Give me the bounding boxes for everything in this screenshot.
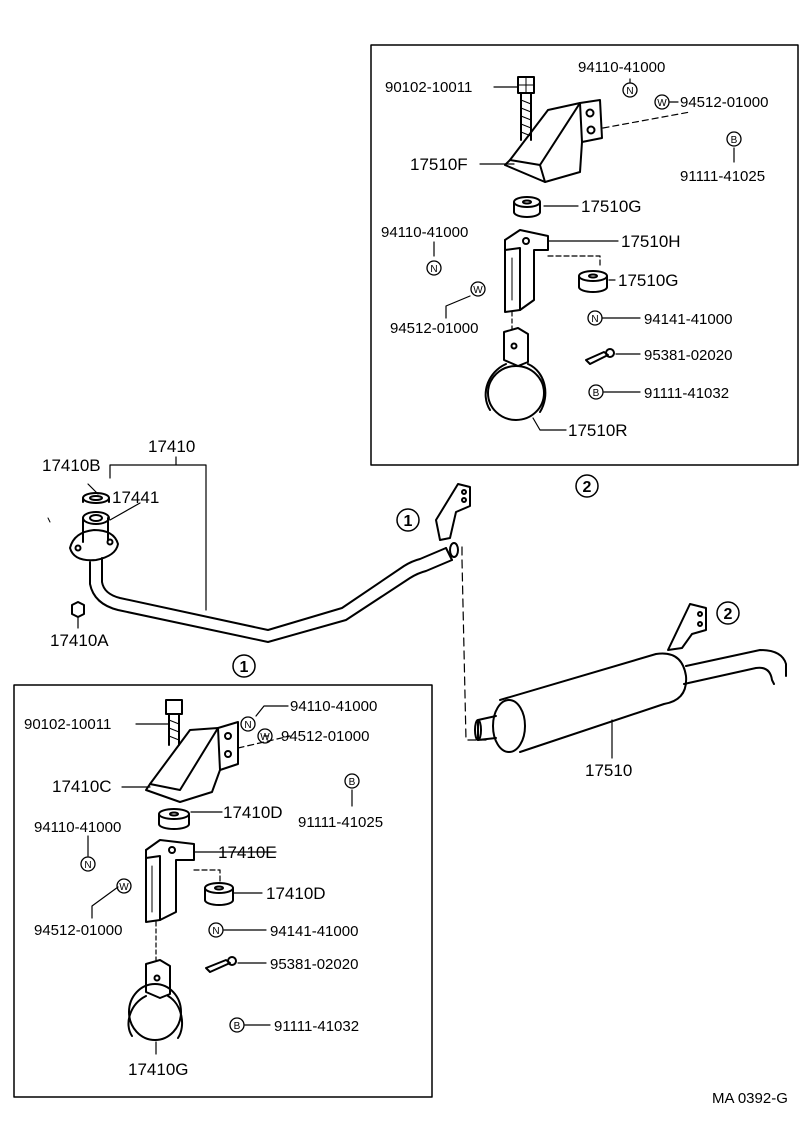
part-label-nut: 17410A bbox=[50, 631, 109, 650]
clamp-part-box1 bbox=[127, 959, 184, 1041]
pipe-bracket-part bbox=[435, 483, 471, 541]
washer-symbol-letter: W bbox=[473, 285, 483, 296]
nut-symbol-letter: N bbox=[430, 264, 437, 275]
hanger-part-box2 bbox=[504, 229, 549, 313]
part-label-bracket: 17510F bbox=[410, 155, 468, 174]
part-label-clamp: 17410G bbox=[128, 1060, 189, 1079]
part-label-gasket: 17410B bbox=[42, 456, 101, 475]
callout-1-icon bbox=[396, 508, 420, 532]
nut-symbol-icon bbox=[426, 260, 442, 276]
bolt-symbol-letter: B bbox=[731, 135, 738, 146]
muffler-bracket-part bbox=[667, 603, 707, 651]
bolt-symbol-letter: B bbox=[234, 1021, 241, 1032]
part-label-bolt-b: 91111-41025 bbox=[298, 814, 383, 831]
part-label-hanger: 17410E bbox=[218, 843, 277, 862]
cushion-part-box1-right bbox=[204, 882, 234, 906]
gasket-part bbox=[82, 492, 110, 504]
washer-symbol-letter: W bbox=[657, 98, 667, 109]
part-label-nut: 94141-41000 bbox=[270, 923, 358, 940]
callout-number: 1 bbox=[404, 513, 413, 530]
part-label-cushion: 17410D bbox=[266, 884, 326, 903]
part-label-ring: 17441 bbox=[112, 488, 159, 507]
nut-symbol-letter: N bbox=[591, 314, 598, 325]
muffler-part bbox=[474, 649, 787, 753]
part-label-nut: 94110-41000 bbox=[578, 59, 665, 76]
part-label-bolt-b: 91111-41025 bbox=[680, 168, 765, 185]
bracket-part-box1 bbox=[145, 721, 239, 803]
washer-symbol-icon bbox=[257, 728, 273, 744]
nut-symbol-letter: N bbox=[626, 86, 633, 97]
detail-box-2 bbox=[370, 44, 799, 466]
part-label-washer: 94512-01000 bbox=[34, 922, 122, 939]
part-label-clamp: 17510R bbox=[568, 421, 628, 440]
callout-2-icon bbox=[716, 601, 740, 625]
bolt-symbol-icon bbox=[726, 131, 742, 147]
nut-symbol-letter: N bbox=[84, 860, 91, 871]
hanger-part-box1 bbox=[145, 839, 195, 923]
nut-part bbox=[71, 601, 85, 618]
callout-number: 2 bbox=[724, 606, 733, 623]
part-label-hanger: 17510H bbox=[621, 232, 681, 251]
part-label-washer: 94512-01000 bbox=[390, 320, 478, 337]
washer-symbol-icon bbox=[470, 281, 486, 297]
callout-number: 2 bbox=[583, 479, 592, 496]
part-label-front-pipe: 17410 bbox=[148, 437, 195, 456]
part-label-washer: 94512-01000 bbox=[680, 94, 768, 111]
part-label-cushion: 17510G bbox=[581, 197, 642, 216]
part-label-cushion: 17410D bbox=[223, 803, 283, 822]
part-label-pin: 95381-02020 bbox=[270, 956, 358, 973]
cotter-pin-part-box1 bbox=[205, 956, 237, 973]
cushion-part-box2-right bbox=[578, 270, 608, 293]
part-label-bracket: 17410C bbox=[52, 777, 112, 796]
washer-symbol-letter: W bbox=[119, 882, 129, 893]
nut-symbol-icon bbox=[80, 856, 96, 872]
front-pipe-part bbox=[89, 542, 459, 643]
cotter-pin-part-box2 bbox=[585, 348, 615, 365]
cushion-part-box2-top bbox=[513, 196, 541, 218]
detail-box-1 bbox=[13, 684, 433, 1098]
flange-part bbox=[69, 511, 119, 562]
washer-symbol-icon bbox=[116, 878, 132, 894]
diagram-code: MA 0392-G bbox=[712, 1090, 788, 1107]
cushion-part-box1-top bbox=[158, 808, 190, 830]
part-label-cushion: 17510G bbox=[618, 271, 679, 290]
part-label-nut: 94110-41000 bbox=[34, 819, 121, 836]
bolt-symbol-letter: B bbox=[349, 777, 356, 788]
callout-number: 1 bbox=[240, 659, 249, 676]
clamp-part-box2 bbox=[484, 327, 547, 421]
part-label-bolt: 90102-10011 bbox=[385, 79, 472, 96]
bolt-symbol-icon bbox=[344, 773, 360, 789]
part-label-nut: 94141-41000 bbox=[644, 311, 732, 328]
bracket-part-box2 bbox=[504, 99, 603, 183]
part-label-bolt-b: 91111-41032 bbox=[644, 385, 729, 402]
bolt-part-box1 bbox=[165, 699, 183, 746]
part-label-bolt: 90102-10011 bbox=[24, 716, 111, 733]
nut-symbol-icon bbox=[622, 82, 638, 98]
bolt-symbol-letter: B bbox=[593, 388, 600, 399]
callout-1-icon bbox=[232, 654, 256, 678]
part-label-pin: 95381-02020 bbox=[644, 347, 732, 364]
part-label-nut: 94110-41000 bbox=[381, 224, 468, 241]
part-label-washer: 94512-01000 bbox=[281, 728, 369, 745]
washer-symbol-letter: W bbox=[260, 732, 270, 743]
bolt-symbol-icon bbox=[588, 384, 604, 400]
nut-symbol-icon bbox=[587, 310, 603, 326]
nut-symbol-letter: N bbox=[212, 926, 219, 937]
bolt-symbol-icon bbox=[229, 1017, 245, 1033]
nut-symbol-icon bbox=[208, 922, 224, 938]
nut-symbol-icon bbox=[240, 716, 256, 732]
nut-symbol-letter: N bbox=[244, 720, 251, 731]
part-label-nut: 94110-41000 bbox=[290, 698, 377, 715]
callout-2-icon bbox=[575, 474, 599, 498]
washer-symbol-icon bbox=[654, 94, 670, 110]
part-label-muffler: 17510 bbox=[585, 761, 632, 780]
part-label-bolt-b: 91111-41032 bbox=[274, 1018, 359, 1035]
